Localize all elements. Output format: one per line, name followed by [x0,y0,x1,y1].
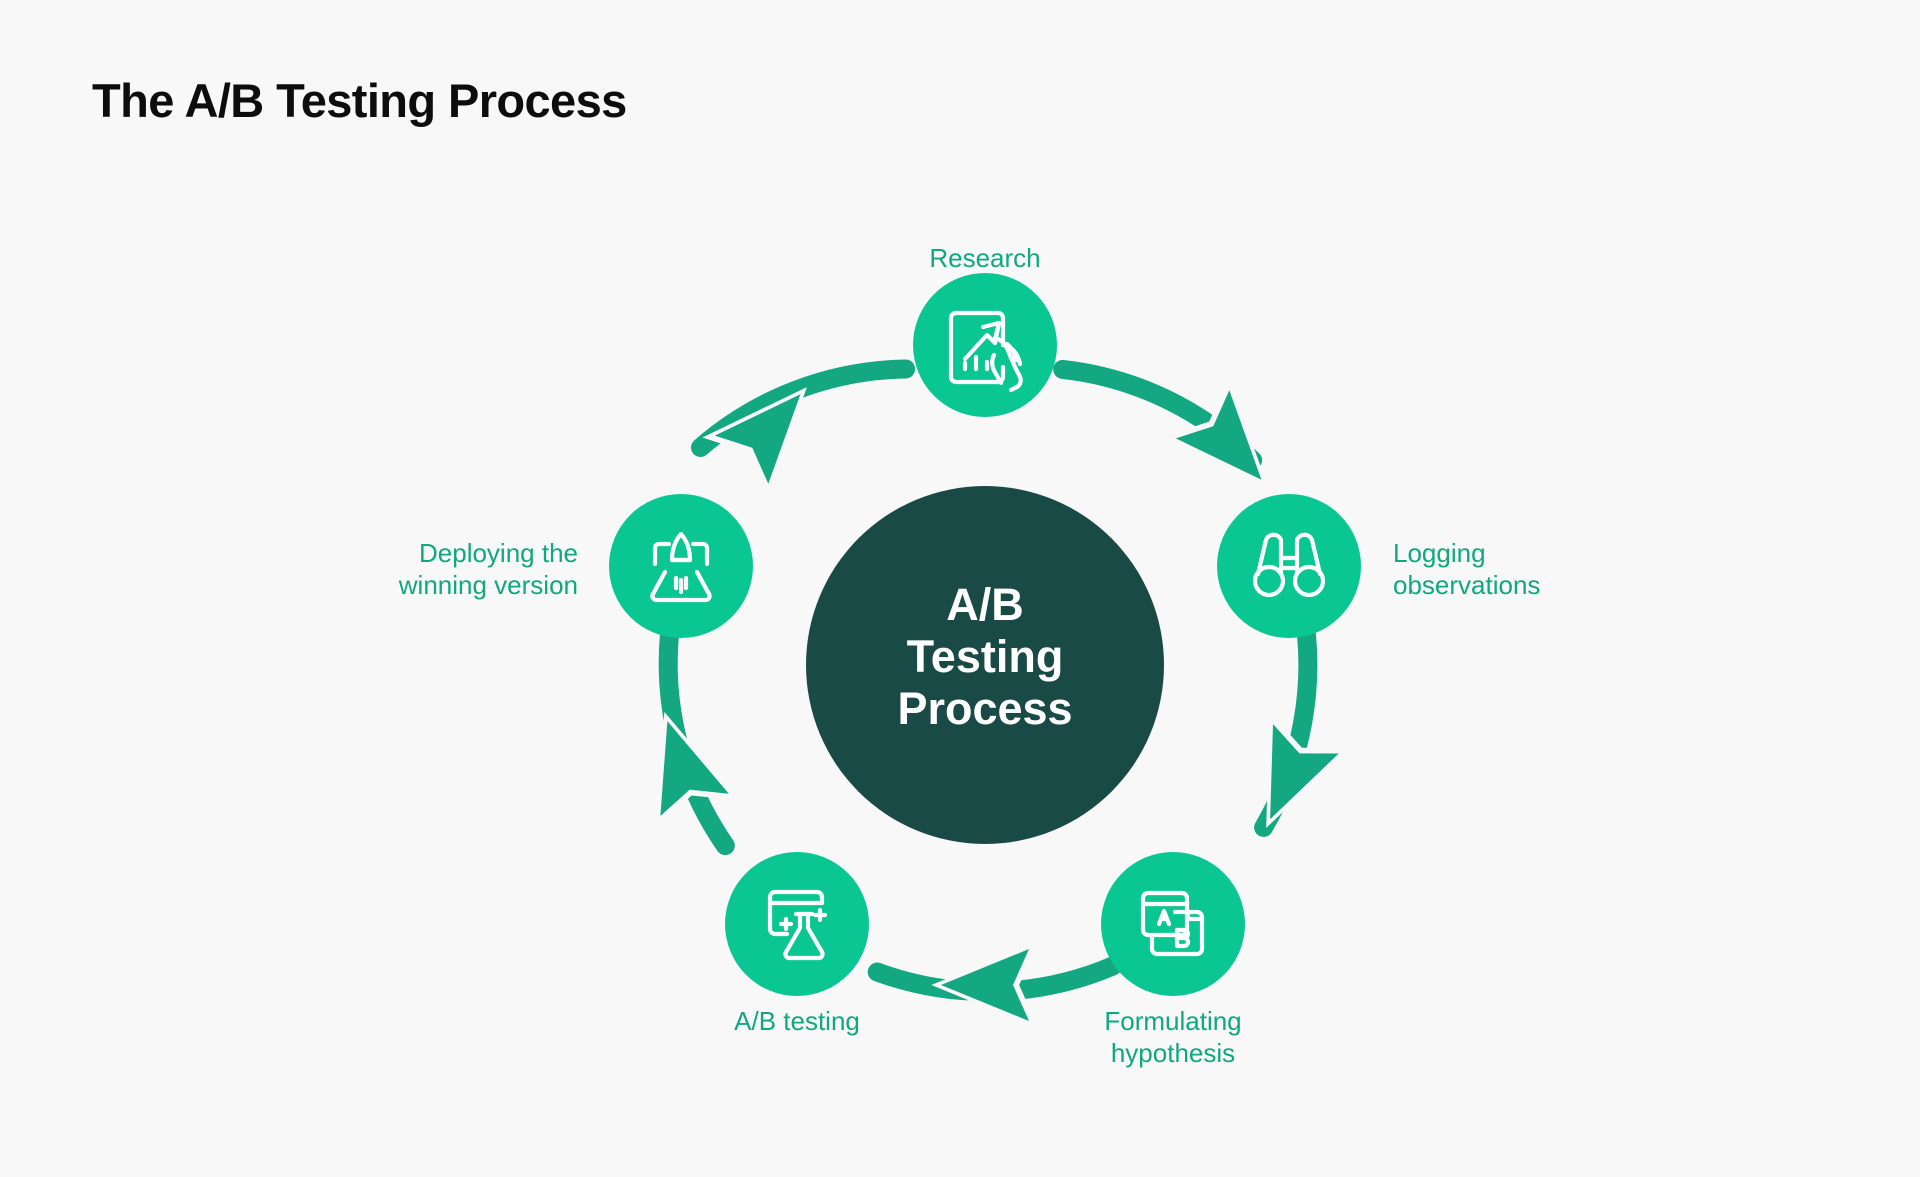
page-title: The A/B Testing Process [92,74,627,127]
arrowhead-logging-to-formulating [1266,712,1350,829]
node-label-logging-observations-line2: observations [1393,570,1540,600]
node-label-research: Research [929,243,1040,273]
center-title-line3: Process [897,683,1072,734]
cycle-node-ab-testing[interactable]: A/B testing [725,852,869,1036]
arrowhead-research-to-logging [1163,377,1268,487]
node-label-formulating-hypothesis-line1: Formulating [1104,1006,1241,1036]
center-circle [806,486,1164,844]
arrowhead-formulating-to-abtesting [931,941,1039,1029]
cycle-node-logging-observations[interactable]: Logging observations [1217,494,1540,638]
center-title-line1: A/B [946,579,1024,630]
arrowhead-deploying-to-research [702,387,807,497]
node-circle-research[interactable] [913,273,1057,417]
arrowhead-abtesting-to-deploying [655,711,740,828]
node-circle-deploying-winning-version[interactable] [609,494,753,638]
node-label-ab-testing: A/B testing [734,1006,860,1036]
cycle-node-research[interactable]: Research [913,243,1057,417]
node-label-deploying-winning-version-line2: winning version [398,570,578,600]
binoculars-icon [1252,532,1326,598]
node-circle-ab-testing[interactable] [725,852,869,996]
cycle-arrowheads [655,377,1350,1029]
document-chart-hand-icon [948,310,1023,393]
center-hub: A/B Testing Process [806,486,1164,844]
node-circle-formulating-hypothesis[interactable] [1101,852,1245,996]
cycle-node-formulating-hypothesis[interactable]: Formulating hypothesis [1101,852,1245,1068]
browser-flask-icon [767,889,828,961]
cycle-node-deploying-winning-version[interactable]: Deploying the winning version [398,494,753,638]
ab-windows-icon [1140,890,1205,957]
node-label-deploying-winning-version-line1: Deploying the [419,538,578,568]
node-label-formulating-hypothesis-line2: hypothesis [1111,1038,1235,1068]
center-title-line2: Testing [907,631,1064,682]
node-label-logging-observations-line1: Logging [1393,538,1486,568]
rocket-launch-icon [650,531,712,603]
